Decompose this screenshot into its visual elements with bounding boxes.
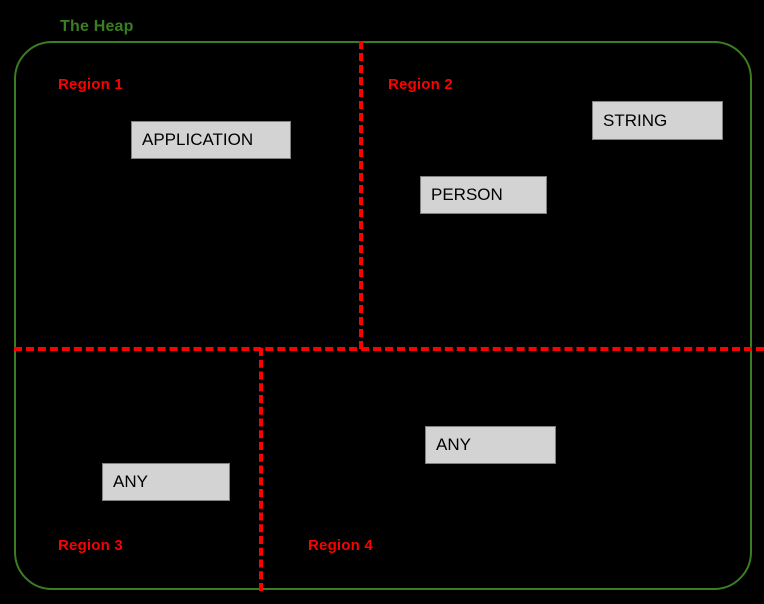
horizontal-divider (14, 347, 764, 351)
region-label-1: Region 1 (58, 76, 123, 93)
object-box-any-region4: ANY (425, 426, 556, 464)
heap-boundary (14, 41, 752, 590)
object-box-string: STRING (592, 101, 723, 140)
region-label-3: Region 3 (58, 537, 123, 554)
region-label-4: Region 4 (308, 537, 373, 554)
heap-title-label: The Heap (60, 18, 134, 35)
object-box-person: PERSON (420, 176, 547, 214)
region-label-2: Region 2 (388, 76, 453, 93)
object-box-any-region3: ANY (102, 463, 230, 501)
vertical-divider-lower (259, 348, 263, 591)
vertical-divider-upper (359, 41, 363, 349)
object-box-application: APPLICATION (131, 121, 291, 159)
